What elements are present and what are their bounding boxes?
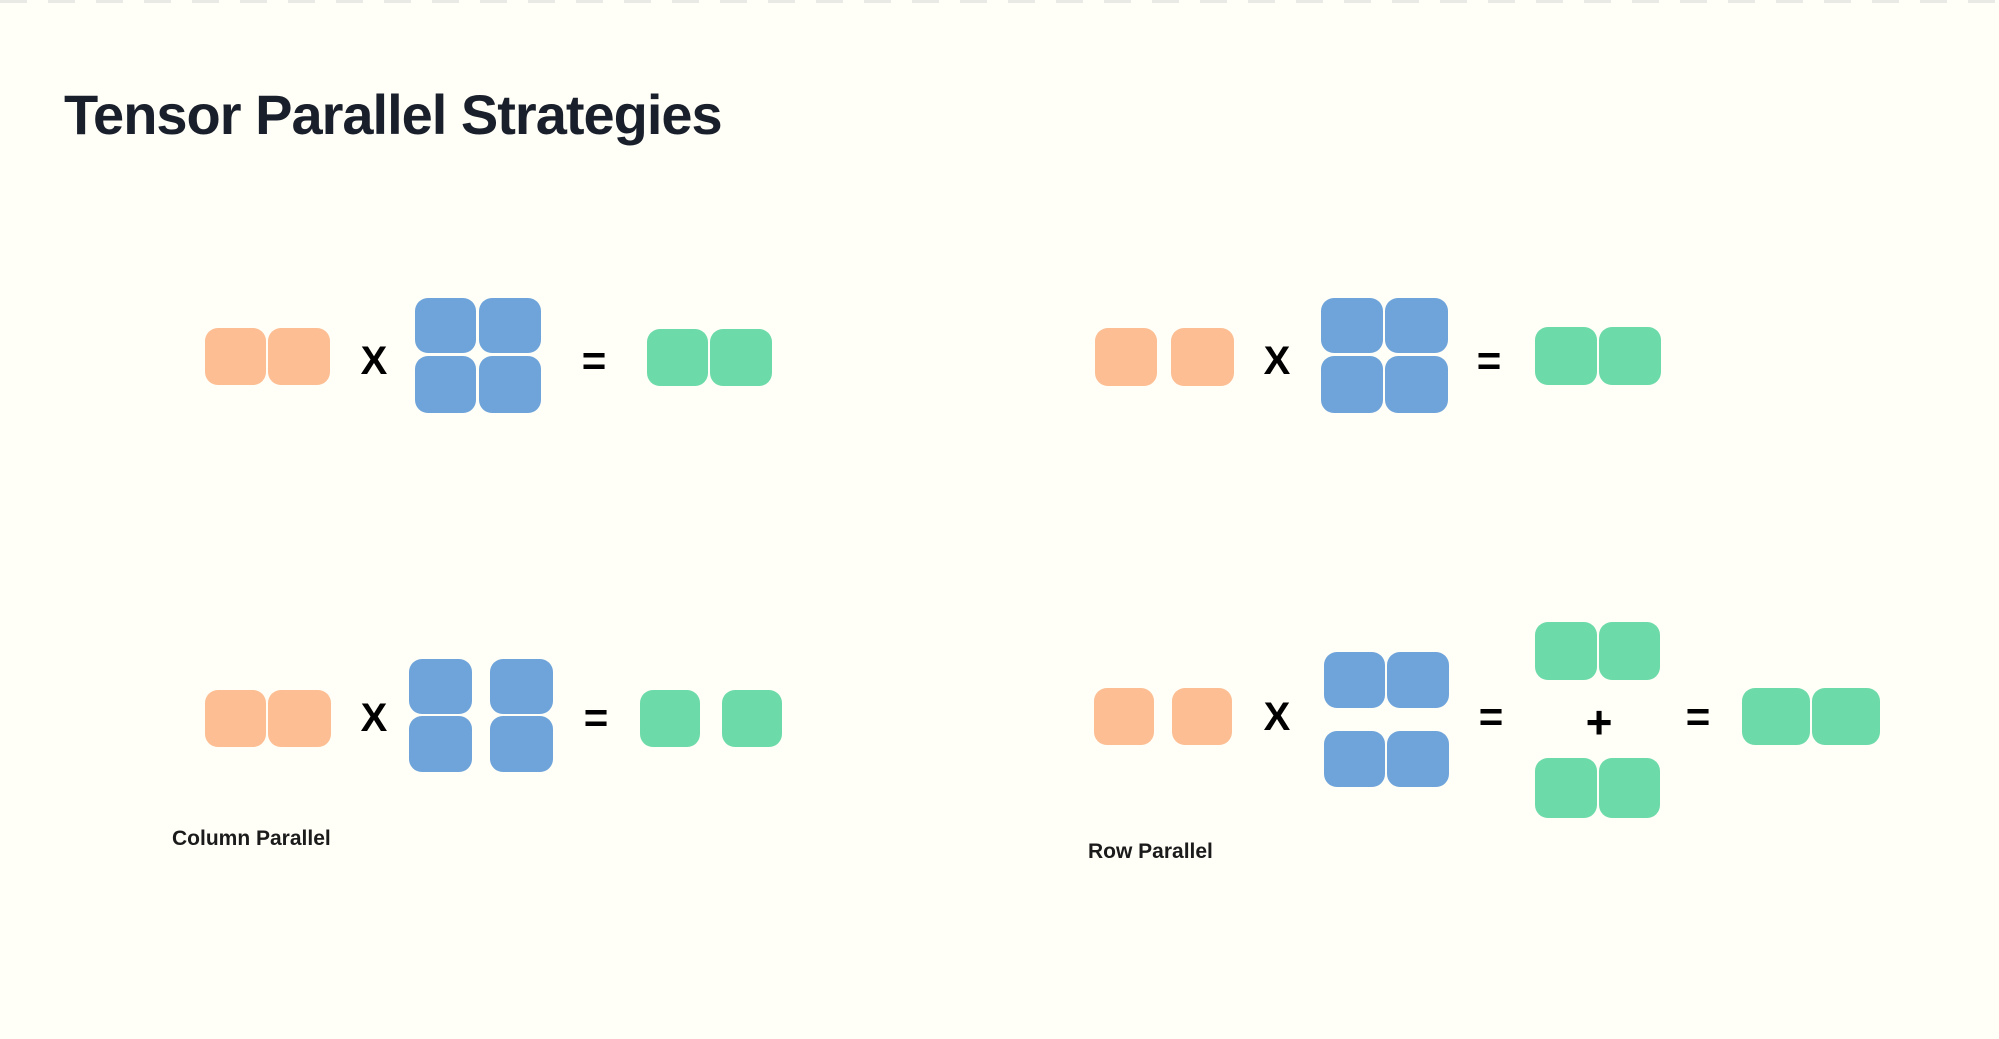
weight-block	[479, 356, 541, 413]
input-block	[268, 690, 331, 747]
input-block	[205, 328, 266, 385]
output-block	[647, 329, 708, 386]
weight-block-row-1	[1387, 652, 1449, 708]
weight-block-row-2	[1387, 731, 1449, 787]
partial-output-block-top	[1599, 622, 1660, 680]
final-output-block	[1812, 688, 1880, 745]
input-block	[268, 328, 330, 385]
weight-block	[415, 298, 476, 353]
output-block-partition-2	[722, 690, 782, 747]
equals-operator: =	[1476, 337, 1502, 384]
multiply-operator: X	[1263, 339, 1291, 383]
partial-output-block-top	[1535, 622, 1597, 680]
output-block	[710, 329, 772, 386]
weight-block	[479, 298, 541, 353]
input-block	[1094, 688, 1154, 745]
plus-operator: +	[1585, 696, 1613, 748]
output-block	[1599, 327, 1661, 385]
equals-operator: =	[581, 337, 607, 384]
final-output-block	[1742, 688, 1810, 745]
partial-output-block-bottom	[1599, 758, 1660, 818]
weight-block	[1321, 356, 1383, 413]
partial-output-block-bottom	[1535, 758, 1597, 818]
equals-operator: =	[583, 694, 609, 741]
weight-block-column-2	[490, 716, 553, 772]
input-block	[1172, 688, 1232, 745]
input-block	[1095, 328, 1157, 386]
weight-block	[1385, 298, 1448, 353]
row-parallel-label: Row Parallel	[1088, 840, 1213, 863]
equals-operator: =	[1478, 693, 1504, 740]
page-title: Tensor Parallel Strategies	[64, 82, 723, 146]
output-block-partition-1	[640, 690, 700, 747]
weight-block-column-1	[409, 716, 472, 772]
multiply-operator: X	[1263, 695, 1291, 739]
column-parallel-label: Column Parallel	[172, 827, 331, 850]
input-block	[205, 690, 266, 747]
input-block	[1171, 328, 1234, 386]
weight-block-column-1	[409, 659, 472, 714]
weight-block	[1385, 356, 1448, 413]
multiply-operator: X	[360, 339, 388, 383]
weight-block-row-2	[1324, 731, 1385, 787]
multiply-operator: X	[360, 696, 388, 740]
weight-block	[1321, 298, 1383, 353]
output-block	[1535, 327, 1597, 385]
top-edge-dashes	[0, 0, 1999, 3]
equals-operator: =	[1685, 693, 1711, 740]
weight-block-column-2	[490, 659, 553, 714]
weight-block-row-1	[1324, 652, 1385, 708]
weight-block	[415, 356, 476, 413]
